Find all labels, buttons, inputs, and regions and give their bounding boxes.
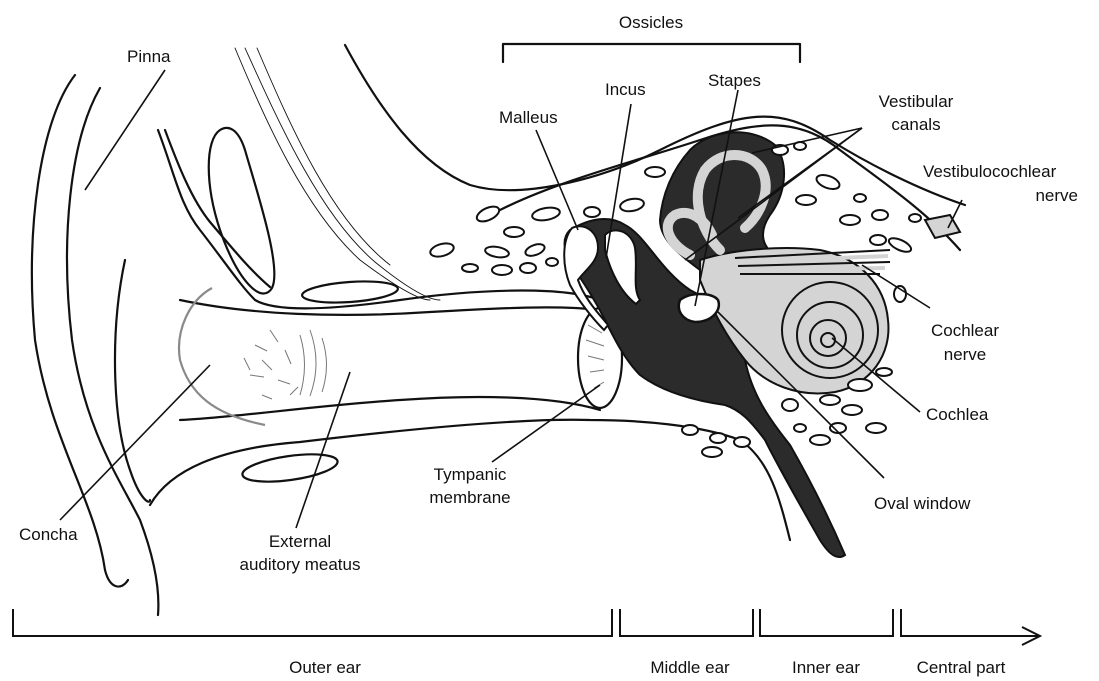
region-label-middle-ear: Middle ear [630, 657, 750, 678]
label-tympanic-membrane-1: Tympanic [410, 464, 530, 485]
label-vestibulocochlear-1: Vestibulocochlear [923, 161, 1056, 182]
label-oval-window: Oval window [874, 493, 970, 514]
label-vestibulocochlear-2: nerve [960, 185, 1078, 206]
region-label-central-part: Central part [896, 657, 1026, 678]
label-malleus: Malleus [499, 107, 558, 128]
region-bracket-outer [13, 609, 612, 636]
region-bracket-central [901, 609, 1040, 636]
region-label-outer-ear: Outer ear [255, 657, 395, 678]
label-incus: Incus [605, 79, 646, 100]
hair-line-3 [257, 48, 390, 265]
vestibulocochlear-nerve-stub [925, 215, 960, 238]
cartilage-ellipse-upper [209, 128, 275, 294]
label-vestibular-canals-1: Vestibular [856, 91, 976, 112]
label-external-meatus-2: auditory meatus [225, 554, 375, 575]
pinna-inner-curve [67, 88, 158, 615]
pinna-outer-curve [32, 75, 128, 587]
label-ossicles: Ossicles [590, 12, 712, 33]
leader-external-meatus [296, 372, 350, 528]
canal-lower-wall [180, 397, 600, 420]
label-stapes: Stapes [708, 70, 761, 91]
label-cochlear-nerve-2: nerve [905, 344, 1025, 365]
pinna-fold-curve [115, 260, 150, 502]
ossicles-bracket [503, 44, 800, 62]
label-vestibular-canals-2: canals [856, 114, 976, 135]
region-bracket-middle [620, 609, 753, 636]
hair-line-1 [235, 48, 430, 300]
concha-outline [179, 288, 265, 425]
leader-pinna [85, 70, 165, 190]
canal-upper-wall-inner [165, 130, 270, 287]
label-cochlear-nerve-1: Cochlear [905, 320, 1025, 341]
region-label-inner-ear: Inner ear [766, 657, 886, 678]
cartilage-ellipse-lower [241, 449, 339, 486]
region-bracket-inner [760, 609, 893, 636]
label-concha: Concha [19, 524, 78, 545]
label-pinna: Pinna [127, 46, 170, 67]
label-external-meatus-1: External [225, 531, 375, 552]
label-cochlea: Cochlea [926, 404, 988, 425]
label-tympanic-membrane-2: membrane [410, 487, 530, 508]
